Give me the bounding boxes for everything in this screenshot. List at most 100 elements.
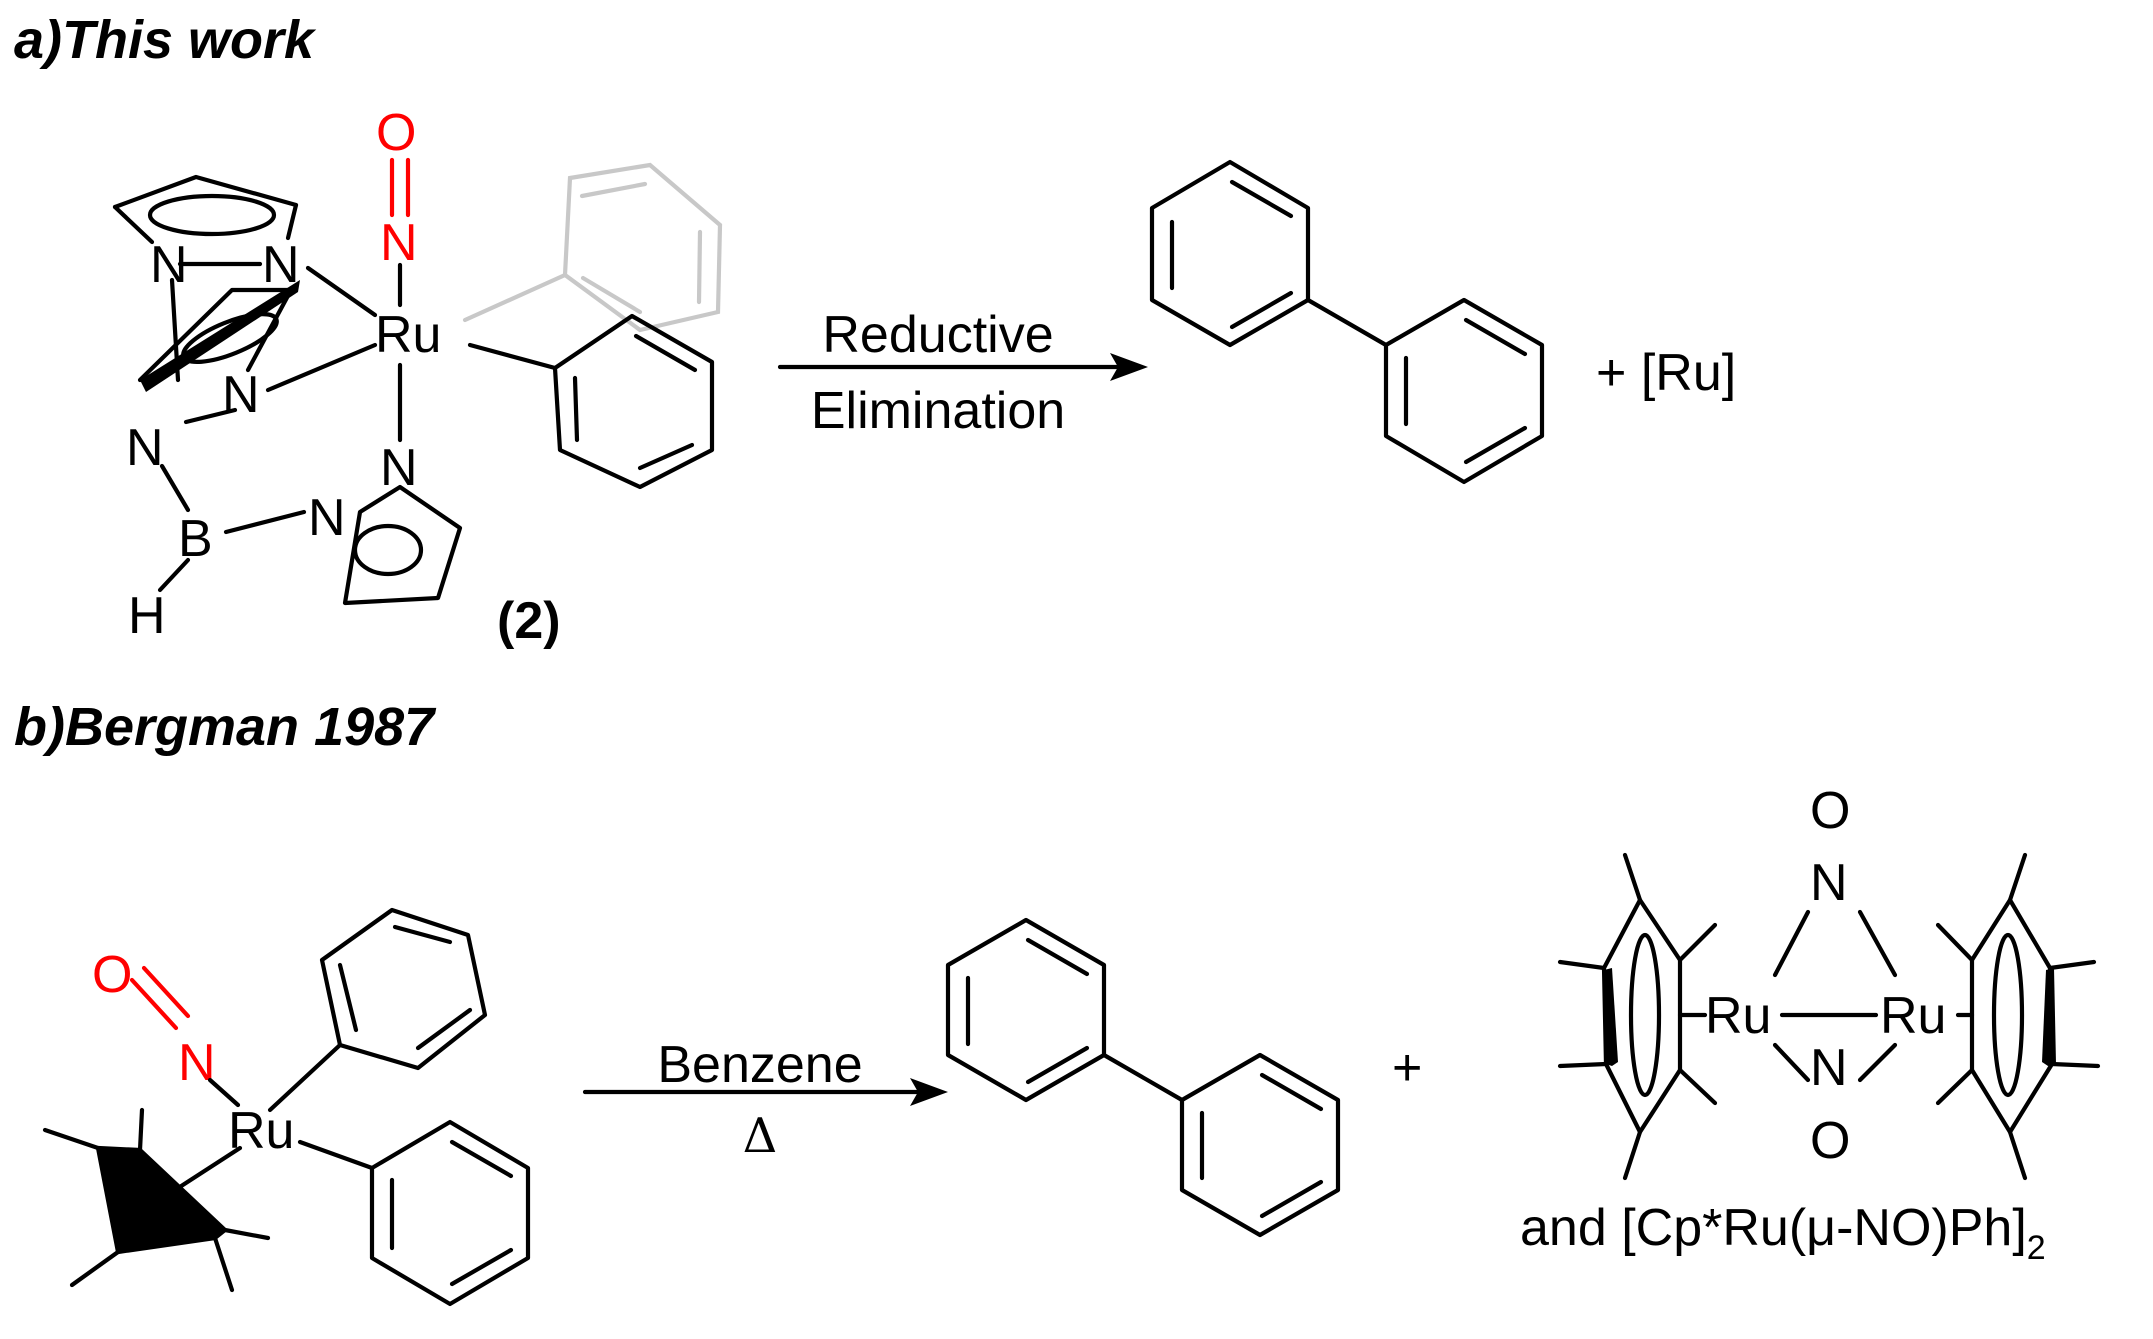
bond-ru-n-tr — [1857, 909, 1898, 978]
footnote-b: and [Cp*Ru(μ-NO)Ph]2 — [1520, 1199, 2046, 1267]
left-cp-methyl-2 — [1677, 922, 1718, 963]
arrow-a-label-bottom: Elimination — [811, 382, 1065, 440]
biphenyl-a-ring1 — [1149, 159, 1311, 348]
biphenyl-b — [945, 917, 1341, 1238]
phenyl-b-upper-db3 — [337, 962, 359, 1033]
arrow-b-label-bottom: Δ — [743, 1108, 778, 1164]
ghost-bond-ru-ph — [462, 272, 568, 323]
bond-cp-ru — [169, 1145, 243, 1195]
phenyl-b-upper-db2 — [392, 924, 453, 945]
right-cp-methyl-1 — [2007, 852, 2028, 903]
footnote-b-sub: 2 — [2027, 1229, 2046, 1267]
bond-ru-ph-upper — [267, 1042, 343, 1113]
pyrazole-back-c-n — [112, 204, 155, 245]
atom-o-nitrosyl-a: O — [376, 104, 416, 162]
bond-ru-no-b — [207, 1077, 241, 1108]
atom-n-3: N — [222, 366, 260, 424]
pyrazole-front-edge — [137, 287, 293, 383]
pyrazole-back-edge — [112, 174, 299, 210]
ghost-phenyl — [562, 162, 723, 333]
bond-ru-ph-lower — [297, 1139, 375, 1171]
cp-star-ring — [95, 1145, 228, 1255]
ghost-phenyl-db1 — [579, 181, 648, 199]
atom-o-bridge-top: O — [1810, 782, 1850, 840]
biphenyl-b-r1-db2 — [1025, 937, 1090, 977]
ghost-phenyl-db2 — [696, 229, 703, 305]
right-cp-aromatic — [1991, 932, 2025, 1098]
atom-ru-left: Ru — [1705, 987, 1771, 1045]
left-cp-methyl-5 — [1622, 1129, 1643, 1181]
biphenyl-b-r1-db3 — [1025, 1045, 1090, 1085]
bond-n-ru-1 — [305, 265, 378, 318]
cp-star-aromatic — [113, 1168, 207, 1242]
biphenyl-b-ring1 — [945, 917, 1107, 1103]
right-cp-methyl-5 — [2007, 1129, 2028, 1181]
bond-n-b — [159, 463, 191, 513]
phenyl-b-upper — [319, 907, 488, 1071]
bond-no-b2 — [141, 965, 191, 1019]
reaction-arrow-b: Benzene Δ — [582, 1036, 948, 1164]
plus-b: + — [1392, 1039, 1422, 1097]
phenyl-a-db3 — [572, 375, 580, 443]
ruthenium-dimer: Ru Ru O N N O — [1557, 782, 2101, 1181]
pyrazole-back-aromatic — [147, 193, 277, 237]
right-cp-methyl-4 — [2049, 1061, 2101, 1069]
atom-ru-a: Ru — [375, 306, 441, 364]
phenyl-b-lower-db2 — [449, 1247, 514, 1287]
right-cp-methyl-2 — [1935, 922, 1975, 963]
arrow-b-label-top: Benzene — [657, 1036, 862, 1094]
biphenyl-a-r2-db2 — [1463, 317, 1528, 357]
atom-n-bridge-top: N — [1810, 854, 1848, 912]
pyrazole-front-aromatic — [181, 312, 279, 364]
pyrazole-back-c-n2 — [285, 202, 299, 241]
phenyl-a-db2 — [637, 442, 695, 471]
cp-methyl-5 — [69, 1249, 121, 1288]
atom-b: B — [178, 510, 213, 568]
bond-ru-n-br — [1857, 1042, 1898, 1083]
atom-n-bridge-bottom: N — [1810, 1039, 1848, 1097]
phenyl-b-upper-db1 — [415, 1007, 473, 1051]
atom-n-4: N — [126, 419, 164, 477]
atom-n-nitrosyl-a: N — [380, 214, 418, 272]
pyrazole-front-link — [169, 277, 181, 383]
biphenyl-a-r1-db3 — [1229, 290, 1294, 330]
bergman-reactant: O N Ru — [42, 907, 531, 1307]
compound-label-2: (2) — [497, 592, 561, 650]
left-cp-methyl-6 — [1677, 1067, 1718, 1106]
heading-panel-b: b)Bergman 1987 — [14, 697, 437, 757]
cp-methyl-4 — [212, 1235, 235, 1293]
biphenyl-a-r2-db3 — [1463, 425, 1528, 465]
biphenyl-b-ring2 — [1179, 1052, 1341, 1238]
bond-b-n — [223, 509, 307, 535]
atom-o-nitrosyl-b: O — [92, 946, 132, 1004]
arrow-a-head — [1110, 353, 1148, 381]
left-cp-methyl-1 — [1622, 852, 1643, 903]
phenyl-b-lower — [369, 1119, 531, 1307]
atom-h: H — [128, 587, 166, 645]
reaction-arrow-a: Reductive Elimination — [777, 306, 1148, 440]
right-cp-methyl-3 — [2047, 959, 2097, 971]
biphenyl-b-r2-db3 — [1259, 1179, 1324, 1219]
biphenyl-a-r1-db2 — [1229, 179, 1294, 219]
atom-n-2: N — [262, 236, 300, 294]
bond-ru-ph — [467, 342, 558, 371]
biphenyl-a-ring2 — [1383, 297, 1545, 485]
cp-methyl-3 — [222, 1227, 271, 1241]
pyrazole-front-n-n — [183, 407, 238, 425]
heading-panel-a: a)This work — [14, 10, 317, 70]
bond-n-ru-2 — [265, 342, 378, 393]
bond-ru-n-bl — [1772, 1042, 1811, 1083]
ghost-phenyl-db3 — [580, 275, 643, 315]
left-cp-aromatic — [1628, 932, 1662, 1098]
cp-star-bold-face — [98, 1148, 225, 1252]
cp-methyl-1 — [42, 1127, 101, 1151]
compound-2-structure: N N N N N N B H Ru O N — [112, 104, 723, 650]
pyrazole-lower-ring — [342, 484, 463, 606]
right-cp-methyl-6 — [1935, 1067, 1975, 1106]
atom-ru-right: Ru — [1880, 987, 1946, 1045]
pyrazole-front-bold-edge — [140, 280, 300, 392]
phenyl-b-lower-db1 — [449, 1139, 514, 1179]
bond-ru-n-tl — [1772, 909, 1811, 978]
cp-methyl-2 — [137, 1107, 145, 1153]
